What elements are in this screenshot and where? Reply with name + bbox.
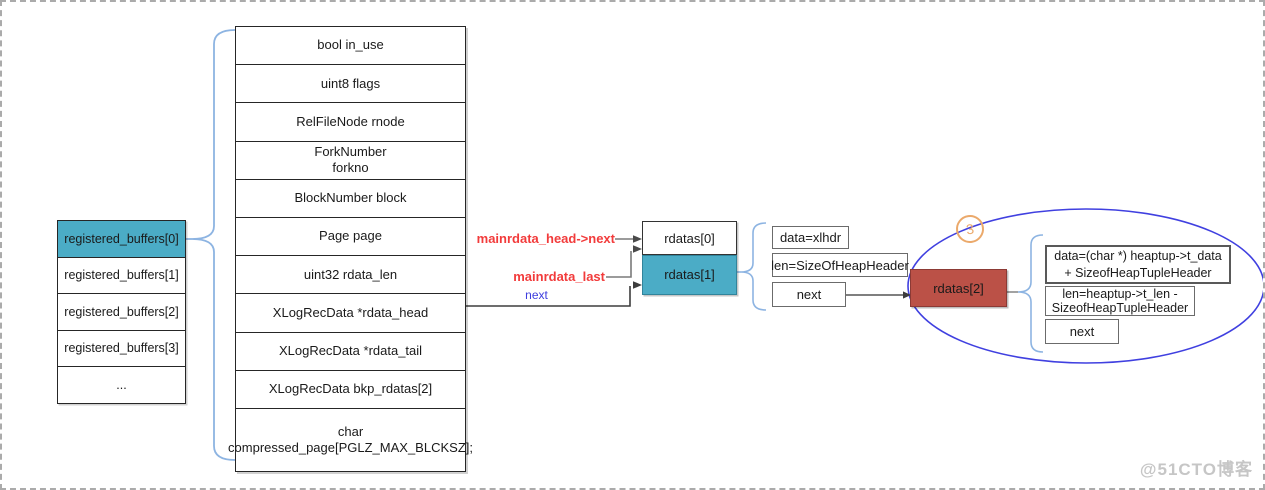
mainrdata-head-arrowhead [633, 235, 642, 243]
struct-row-rnode: RelFileNode rnode [236, 103, 465, 142]
rdatas2-brace [1017, 234, 1044, 353]
struct-row-compressed-page: char compressed_page[PGLZ_MAX_BLCKSZ]; [228, 423, 473, 455]
struct-field-list: bool in_use uint8 flags RelFileNode rnod… [228, 26, 473, 472]
struct-row-rdata-head: XLogRecData *rdata_head [236, 294, 465, 333]
next-pointer-label: next [525, 288, 548, 302]
struct-row-rdata-tail: XLogRecData *rdata_tail [236, 333, 465, 371]
rdatas2-len-box: len=heaptup->t_len - SizeofHeapTupleHead… [1045, 286, 1195, 316]
struct-row-bkp-rdatas: XLogRecData bkp_rdatas[2] [236, 371, 465, 409]
struct-row-flags: uint8 flags [236, 65, 465, 104]
struct-row-page: Page page [236, 218, 465, 257]
circled-3-annotation: 3 [954, 213, 986, 245]
rdatas-2-box: rdatas[2] [910, 269, 1007, 307]
struct-row-in-use: bool in_use [236, 27, 465, 66]
rdatas1-brace [740, 222, 767, 311]
struct-row-block: BlockNumber block [236, 180, 465, 218]
mainrdata-last-label: mainrdata_last [513, 269, 605, 284]
struct-row-rdata-len: uint32 rdata_len [236, 256, 465, 295]
registered-buffers-2: registered_buffers[2] [58, 294, 185, 331]
rdatas2-data-box: data=(char *) heaptup->t_data + SizeofHe… [1045, 245, 1231, 284]
registered-buffers-ellipsis: ... [58, 367, 185, 403]
registered-buffers-1: registered_buffers[1] [58, 257, 185, 294]
registered-buffers-3: registered_buffers[3] [58, 330, 185, 367]
watermark: @51CTO博客 [1139, 460, 1253, 479]
registered-buffers-0: registered_buffers[0] [58, 221, 185, 258]
struct-brace [191, 29, 236, 461]
rdatas1-data-box: data=xlhdr [772, 226, 849, 249]
rdata-head-next-arrowhead [633, 281, 642, 289]
mainrdata-last-arrow-line [606, 251, 632, 278]
registered-buffers-array: registered_buffers[0] registered_buffers… [57, 220, 186, 404]
rdatas1-len-box: len=SizeOfHeapHeader [771, 253, 909, 277]
mainrdata-head-next-label: mainrdata_head->next [476, 231, 615, 246]
mainrdata-last-arrowhead [633, 245, 642, 253]
struct-row-forkno: ForkNumber forkno [236, 142, 465, 180]
rdatas1-next-box: next [772, 282, 846, 307]
rdatas-0-box: rdatas[0] [642, 221, 737, 255]
rdatas2-next-box: next [1045, 319, 1119, 344]
rdatas-1-box: rdatas[1] [642, 254, 737, 295]
